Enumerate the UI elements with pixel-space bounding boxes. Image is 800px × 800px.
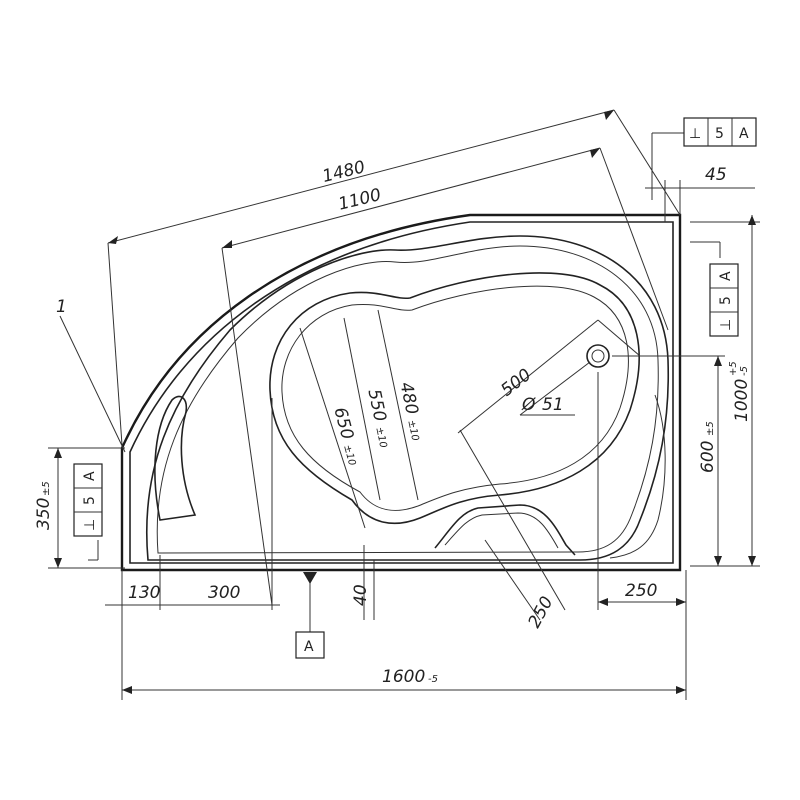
tolerance-frame-top-symbol: ⊥ — [689, 126, 701, 142]
tub-inner-bowl — [145, 235, 670, 561]
tolerance-frame-left: ⊥ 5 A — [73, 463, 103, 537]
tolerance-frame-left-datum: A — [82, 471, 98, 481]
dim-1000: 1000 -5 +5 — [728, 361, 752, 422]
tolerance-frame-top-value: 5 — [715, 126, 724, 142]
dim-40-label: 40 — [351, 584, 371, 606]
dim-250-bottom-label: 250 — [625, 581, 657, 601]
tolerance-frame-right: ⊥ 5 A — [709, 263, 739, 337]
dim-350-label: 350 — [34, 498, 54, 530]
dim-45-label: 45 — [705, 165, 727, 185]
tol-550-label: ±10 — [373, 426, 388, 449]
dim-550-label: 550 — [363, 387, 389, 423]
tol-600-label: ±5 — [705, 421, 716, 436]
tolerance-frame-top-datum: A — [739, 126, 749, 142]
dim-130-label: 130 — [128, 583, 160, 603]
dim-1100-label: 1100 — [336, 185, 383, 215]
dim-1000-label: 1000 — [732, 379, 752, 422]
dim-480: 480 ±10 — [395, 380, 421, 442]
tolerance-frame-left-symbol: ⊥ — [82, 519, 98, 531]
datum-a-box: A — [295, 631, 325, 659]
part-number-label: 1 — [56, 297, 67, 317]
tol-650-label: ±10 — [341, 444, 357, 467]
dim-250-diag-label: 250 — [525, 593, 558, 631]
tol-480-label: ±10 — [405, 419, 420, 442]
dim-1600: 1600 -5 — [382, 667, 438, 687]
tolerance-frame-right-symbol: ⊥ — [718, 319, 734, 331]
dimension-arrows — [54, 110, 756, 694]
dim-drain-diameter: Ø 51 — [521, 395, 564, 415]
tol-1600-label: -5 — [428, 674, 438, 685]
dim-650-label: 650 — [329, 405, 357, 442]
tol-350-label: ±5 — [41, 481, 52, 496]
dim-600-label: 600 — [698, 441, 718, 473]
tolerance-frame-right-datum: A — [718, 271, 734, 281]
dim-600: 600 ±5 — [698, 421, 718, 473]
dim-650: 650 ±10 — [329, 405, 357, 467]
phi-symbol: Ø — [521, 395, 536, 415]
dim-51-label: 51 — [542, 395, 564, 415]
tolerance-frame-left-value: 5 — [82, 496, 98, 505]
tolerance-frame-top: ⊥ 5 A — [683, 117, 757, 147]
tub-outer-contour — [120, 213, 682, 572]
tolerance-frame-right-value: 5 — [718, 296, 734, 305]
tol-1000-label: -5 — [739, 366, 750, 376]
dim-1480-label: 1480 — [320, 157, 367, 187]
tol-1000-top-label: +5 — [728, 361, 739, 376]
dim-1600-label: 1600 — [382, 667, 425, 687]
dimension-lines — [48, 109, 760, 700]
dim-350: 350 ±5 — [34, 481, 54, 530]
datum-a-label: A — [304, 639, 314, 655]
dim-300-label: 300 — [208, 583, 240, 603]
